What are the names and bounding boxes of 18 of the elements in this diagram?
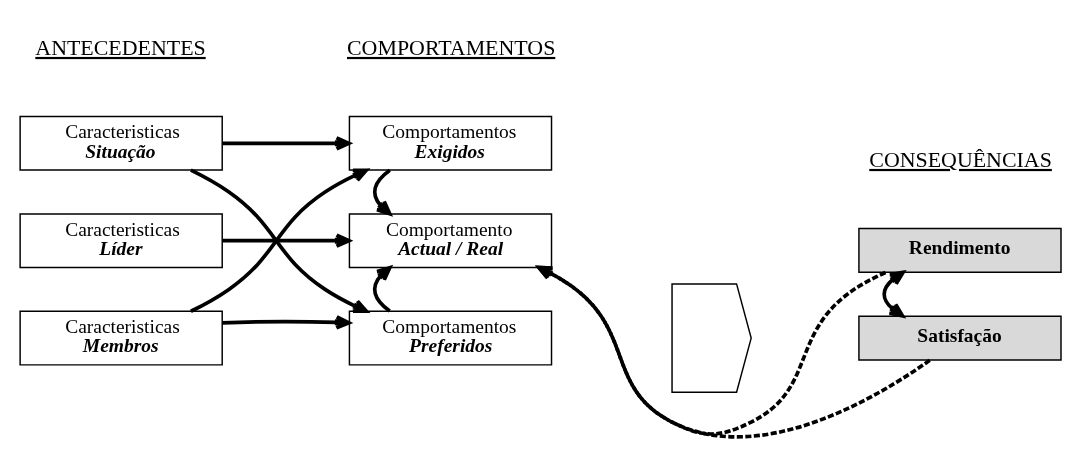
label: CONSEQUÊNCIAS [869,146,1052,172]
arrow [222,233,351,248]
node-box: Caracteristicas Membros [19,310,223,366]
label: ANTECEDENTES [35,34,206,60]
node-box: Caracteristicas Situação [19,115,223,171]
arrow [222,136,351,151]
arrow [882,270,905,318]
node-box: Satisfação [858,315,1062,361]
node-chevron [671,283,752,393]
node-box: Comportamentos Preferidos [348,310,553,366]
node-box: Comportamento Actual / Real [348,213,553,269]
node-box: Comportamentos Exigidos [348,115,553,171]
arrow [372,168,392,216]
arrow [372,265,392,313]
node-box: Rendimento [858,227,1062,274]
label: COMPORTAMENTOS [347,34,556,60]
node-box: Caracteristicas Líder [19,213,223,269]
arrow [222,315,351,330]
